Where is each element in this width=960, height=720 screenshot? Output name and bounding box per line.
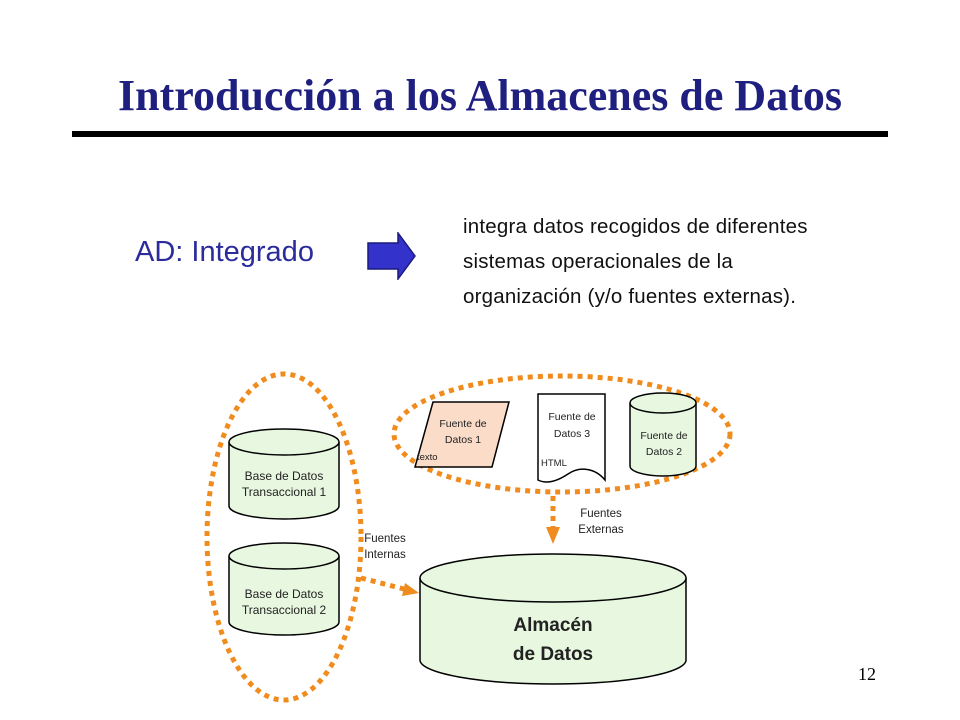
internal-database-1: Base de Datos Transaccional 1 [228, 428, 340, 520]
data-warehouse: Almacén de Datos [419, 553, 687, 685]
concept-description: integra datos recogidos de diferentes si… [463, 215, 808, 308]
external-sources-label-line-2: Externas [578, 524, 624, 536]
external-source-1: Fuente de Datos 1 texto [414, 401, 510, 468]
internal-flow-arrow [360, 575, 419, 596]
external-sources-label-line-1: Fuentes [580, 508, 622, 520]
internal-sources-boundary [204, 371, 364, 703]
external-source-3-line-1: Fuente de [548, 411, 595, 423]
external-sources-boundary [391, 373, 733, 495]
external-flow-arrow [546, 496, 560, 544]
internal-db-2-line-1: Base de Datos [245, 587, 324, 601]
right-arrow-icon [367, 232, 416, 280]
external-source-1-line-1: Fuente de [439, 418, 486, 430]
external-source-2-line-1: Fuente de [640, 430, 687, 442]
internal-db-1-line-1: Base de Datos [245, 469, 324, 483]
internal-database-2: Base de Datos Transaccional 2 [228, 542, 340, 636]
external-source-3: Fuente de Datos 3 HTML [537, 393, 606, 483]
slide-title: Introducción a los Almacenes de Datos [118, 71, 842, 120]
external-source-1-line-2: Datos 1 [445, 434, 481, 446]
page-number: 12 [858, 664, 876, 684]
internal-sources-label-line-1: Fuentes [364, 533, 406, 545]
external-source-2: Fuente de Datos 2 [629, 392, 697, 477]
title-divider [72, 131, 888, 137]
external-source-3-tag: HTML [541, 458, 567, 469]
internal-db-1-line-2: Transaccional 1 [242, 485, 327, 499]
external-source-2-line-2: Datos 2 [646, 446, 682, 458]
external-source-1-tag: texto [417, 452, 438, 463]
internal-db-2-line-2: Transaccional 2 [242, 603, 327, 617]
warehouse-line-1: Almacén [513, 615, 592, 636]
external-source-3-line-2: Datos 3 [554, 428, 590, 440]
concept-label: AD: Integrado [135, 236, 314, 268]
warehouse-line-2: de Datos [513, 644, 593, 665]
internal-sources-label-line-2: Internas [364, 549, 406, 561]
